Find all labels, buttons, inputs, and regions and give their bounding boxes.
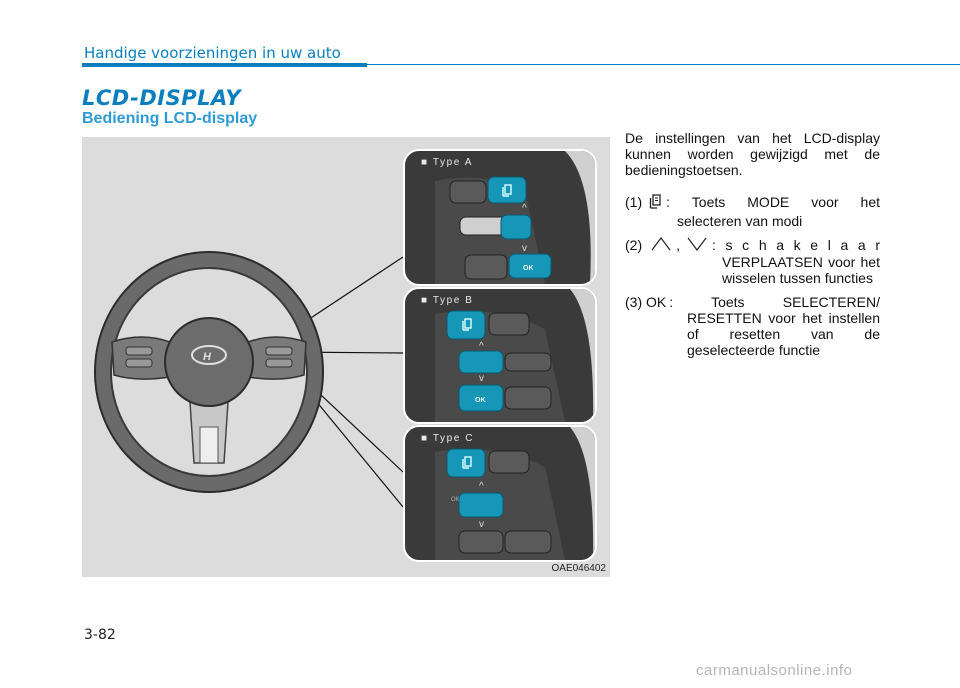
list-item: (3) OK : Toets SELECTEREN/ RESETTEN voor… [625,294,880,358]
section-subtitle: Bediening LCD-display [82,110,258,127]
mode-button-icon [462,318,472,331]
steering-wheel-illustration: H [94,251,404,508]
page-number: 3-82 [84,627,116,643]
down-arrow-icon: v [479,519,484,530]
steering-wheel-figure: H ■ Type A ^ v OK ■ Type B [82,137,610,577]
item-number: (1) [625,194,643,210]
up-arrow-icon: ^ [522,203,527,214]
section-title: LCD-DISPLAY [82,86,242,110]
down-arrow-icon [686,237,708,254]
item-lead: : s c h a k e l a a r [712,237,880,253]
ok-label: OK [451,497,460,503]
down-arrow-icon: v [479,373,484,384]
panel-label: ■ Type B [421,295,474,306]
item-rest: RESETTEN voor het instellen of resetten … [687,310,880,358]
panel-type-a: ■ Type A ^ v OK [403,149,597,286]
up-arrow-icon: ^ [479,341,484,352]
mode-button[interactable] [446,448,486,478]
mode-button[interactable] [487,176,527,204]
item-rest: selecteren van modi [677,213,803,229]
mode-button-icon [462,456,472,469]
item-lead: : Toets SELECTEREN/ [669,294,880,310]
header-rule-thin [367,64,960,65]
item-separator: , [676,237,681,253]
item-number: (3) OK [625,294,667,310]
mode-button-icon [648,194,662,213]
down-arrow-icon: v [522,243,527,254]
item-rest: VERPLAATSEN voor het wisselen tussen fun… [722,254,880,286]
mode-button[interactable] [446,310,486,340]
ok-label: OK [475,397,486,404]
ok-button[interactable] [458,492,504,518]
mode-button-icon [502,184,512,197]
panel-type-c: ■ Type C ^ OK v [403,425,597,562]
header-rule-thick [82,63,367,67]
panel-label: ■ Type C [421,433,475,444]
chapter-title: Handige voorzieningen in uw auto [84,44,341,62]
up-arrow-icon: ^ [479,481,484,492]
list-item: (2) , : s c h a k e l a a r VERPLAATSEN … [625,237,880,286]
list-item: (1) : Toets MODE voor het selecteren van… [625,194,880,229]
ok-button[interactable] [458,384,504,412]
watermark: carmanualsonline.info [696,662,853,679]
panel-type-b: ■ Type B ^ v OK [403,287,597,424]
ok-label: OK [523,265,534,272]
body-text: De instellingen van het LCD-display kunn… [625,130,880,366]
up-arrow-icon [650,237,672,254]
intro-paragraph: De instellingen van het LCD-display kunn… [625,130,880,178]
svg-text:H: H [203,351,212,363]
panel-label: ■ Type A [421,157,474,168]
figure-code: OAE046402 [551,563,607,574]
item-number: (2) [625,237,643,253]
ok-button[interactable] [508,253,552,279]
item-lead: : Toets MODE voor het [666,194,880,210]
